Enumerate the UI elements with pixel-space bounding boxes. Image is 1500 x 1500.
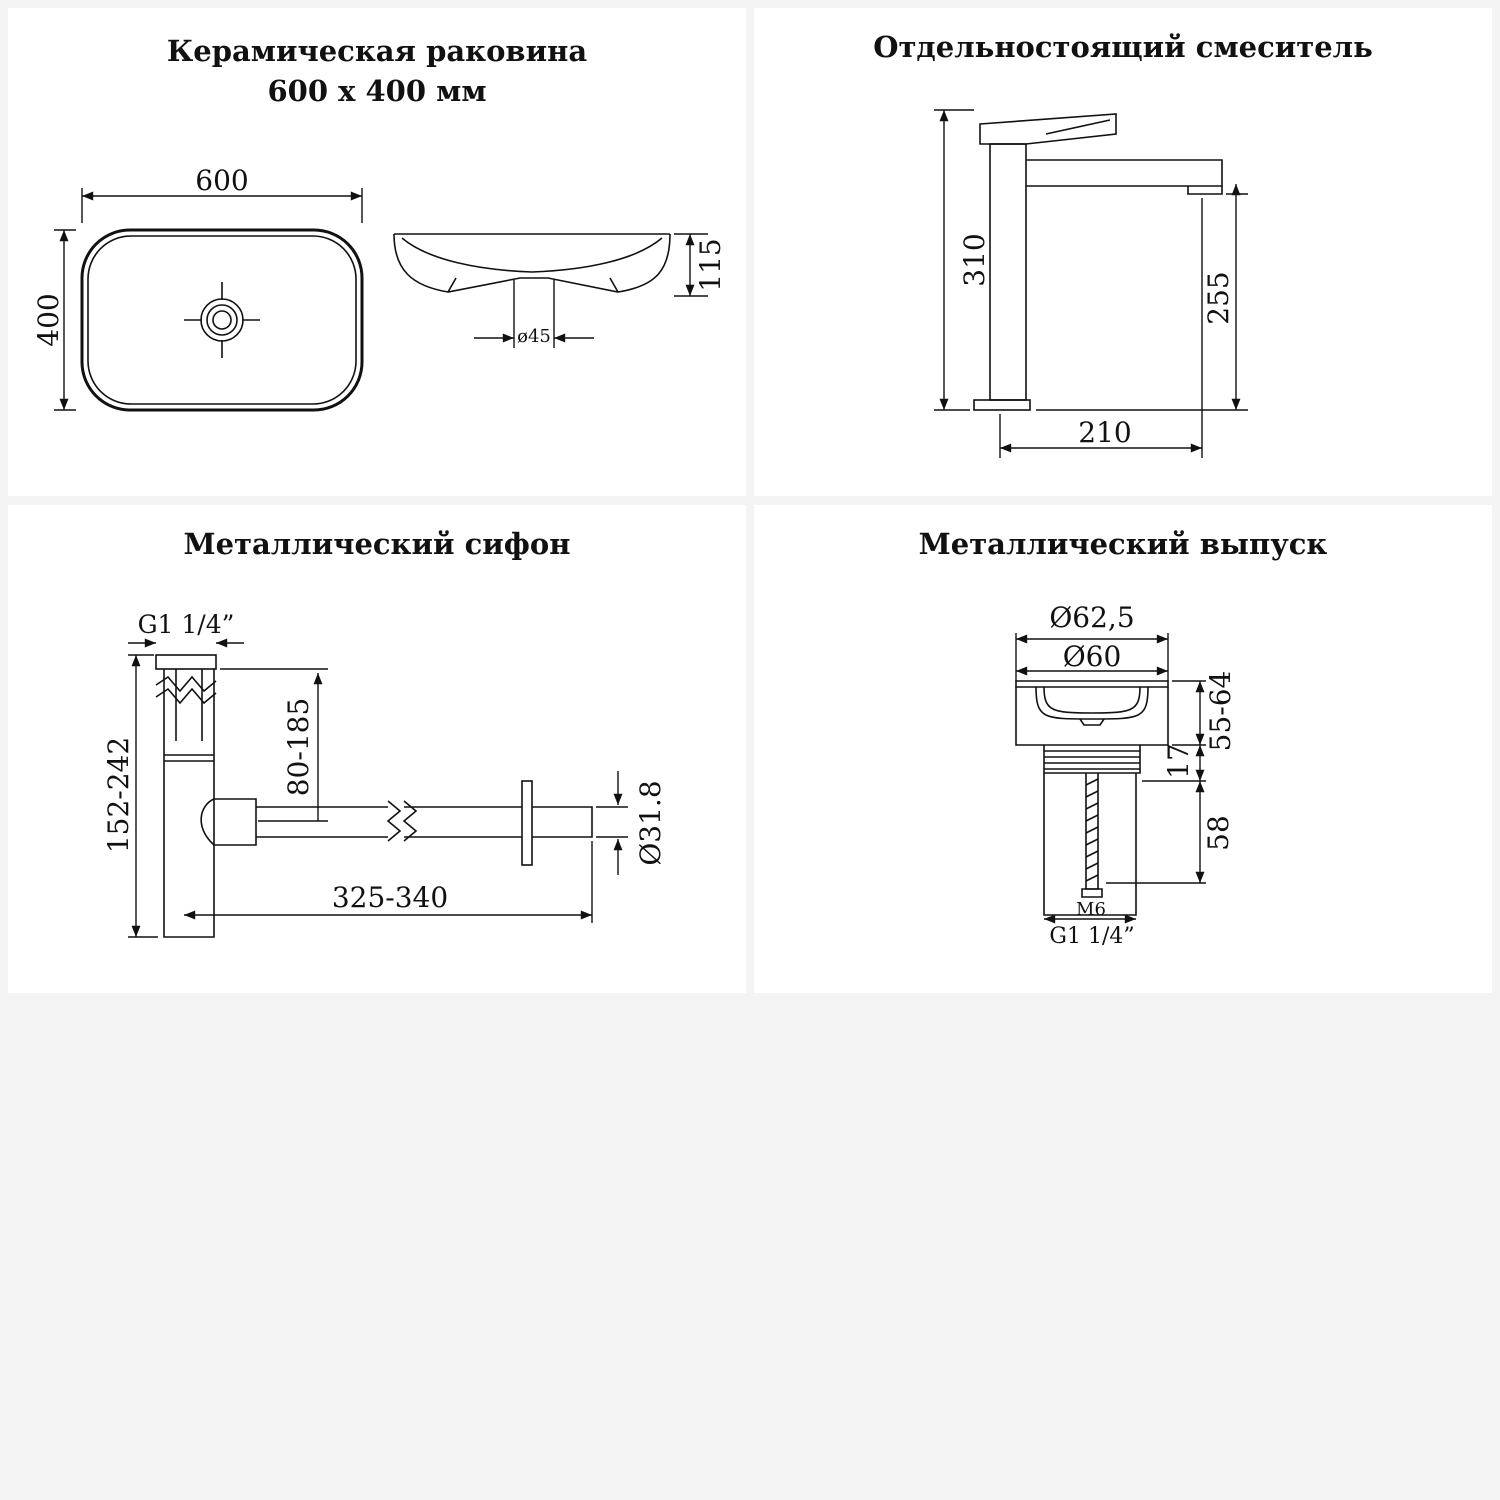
drain-58-dim: 58 xyxy=(1202,815,1235,851)
faucet-panel: Отдельностоящий смеситель 310 255 210 xyxy=(754,8,1492,496)
faucet-height-dim: 310 xyxy=(958,233,991,286)
siphon-panel: Металлический сифон G1 1/4” 80-185 15 xyxy=(8,505,746,993)
sink-side-view xyxy=(393,233,671,293)
drain-m6-dim: M6 xyxy=(1076,899,1106,920)
faucet-title: Отдельностоящий смеситель xyxy=(873,30,1373,64)
faucet-drawing: 310 255 210 xyxy=(934,109,1248,458)
siphon-icon xyxy=(155,654,593,938)
sink-panel: Керамическая раковина 600 x 400 мм 600 4… xyxy=(8,8,746,496)
siphon-adjust-dim: 80-185 xyxy=(282,698,315,797)
drain-hole-icon xyxy=(184,282,260,358)
sink-height-dim: 115 xyxy=(694,238,727,291)
siphon-height-dim: 152-242 xyxy=(102,737,135,853)
siphon-length-dim: 325-340 xyxy=(332,881,448,914)
siphon-title: Металлический сифон xyxy=(183,527,571,561)
drain-icon xyxy=(1015,680,1169,916)
sink-title-line1: Керамическая раковина xyxy=(166,34,588,68)
drain-title: Металлический выпуск xyxy=(918,527,1328,561)
sink-title-line2: 600 x 400 мм xyxy=(267,74,487,108)
faucet-reach-dim: 210 xyxy=(1078,416,1131,449)
sink-width-dim: 600 xyxy=(195,164,248,197)
drain-outer-dim: Ø62,5 xyxy=(1049,601,1134,634)
sink-top-view xyxy=(80,228,364,412)
faucet-spout-height-dim: 255 xyxy=(1202,271,1235,324)
drain-17-dim: 17 xyxy=(1162,743,1195,779)
drain-panel: Металлический выпуск Ø62,5 Ø60 55-64 17 xyxy=(754,505,1492,993)
drain-range-dim: 55-64 xyxy=(1204,671,1237,752)
drain-drawing: Ø62,5 Ø60 55-64 17 58 M6 G1 1/4” xyxy=(1015,601,1237,949)
sink-drawing: 600 400 115 ø45 xyxy=(32,164,727,412)
siphon-drawing: G1 1/4” 80-185 152-242 325-340 xyxy=(102,610,667,938)
sink-depth-dim: 400 xyxy=(32,293,65,346)
siphon-diameter-dim: Ø31.8 xyxy=(634,780,667,865)
drain-inner-dim: Ø60 xyxy=(1063,640,1122,673)
sink-drain-dim: ø45 xyxy=(517,326,551,347)
drain-thread-dim: G1 1/4” xyxy=(1049,924,1134,949)
siphon-thread-dim: G1 1/4” xyxy=(138,610,235,639)
faucet-icon xyxy=(973,113,1223,411)
